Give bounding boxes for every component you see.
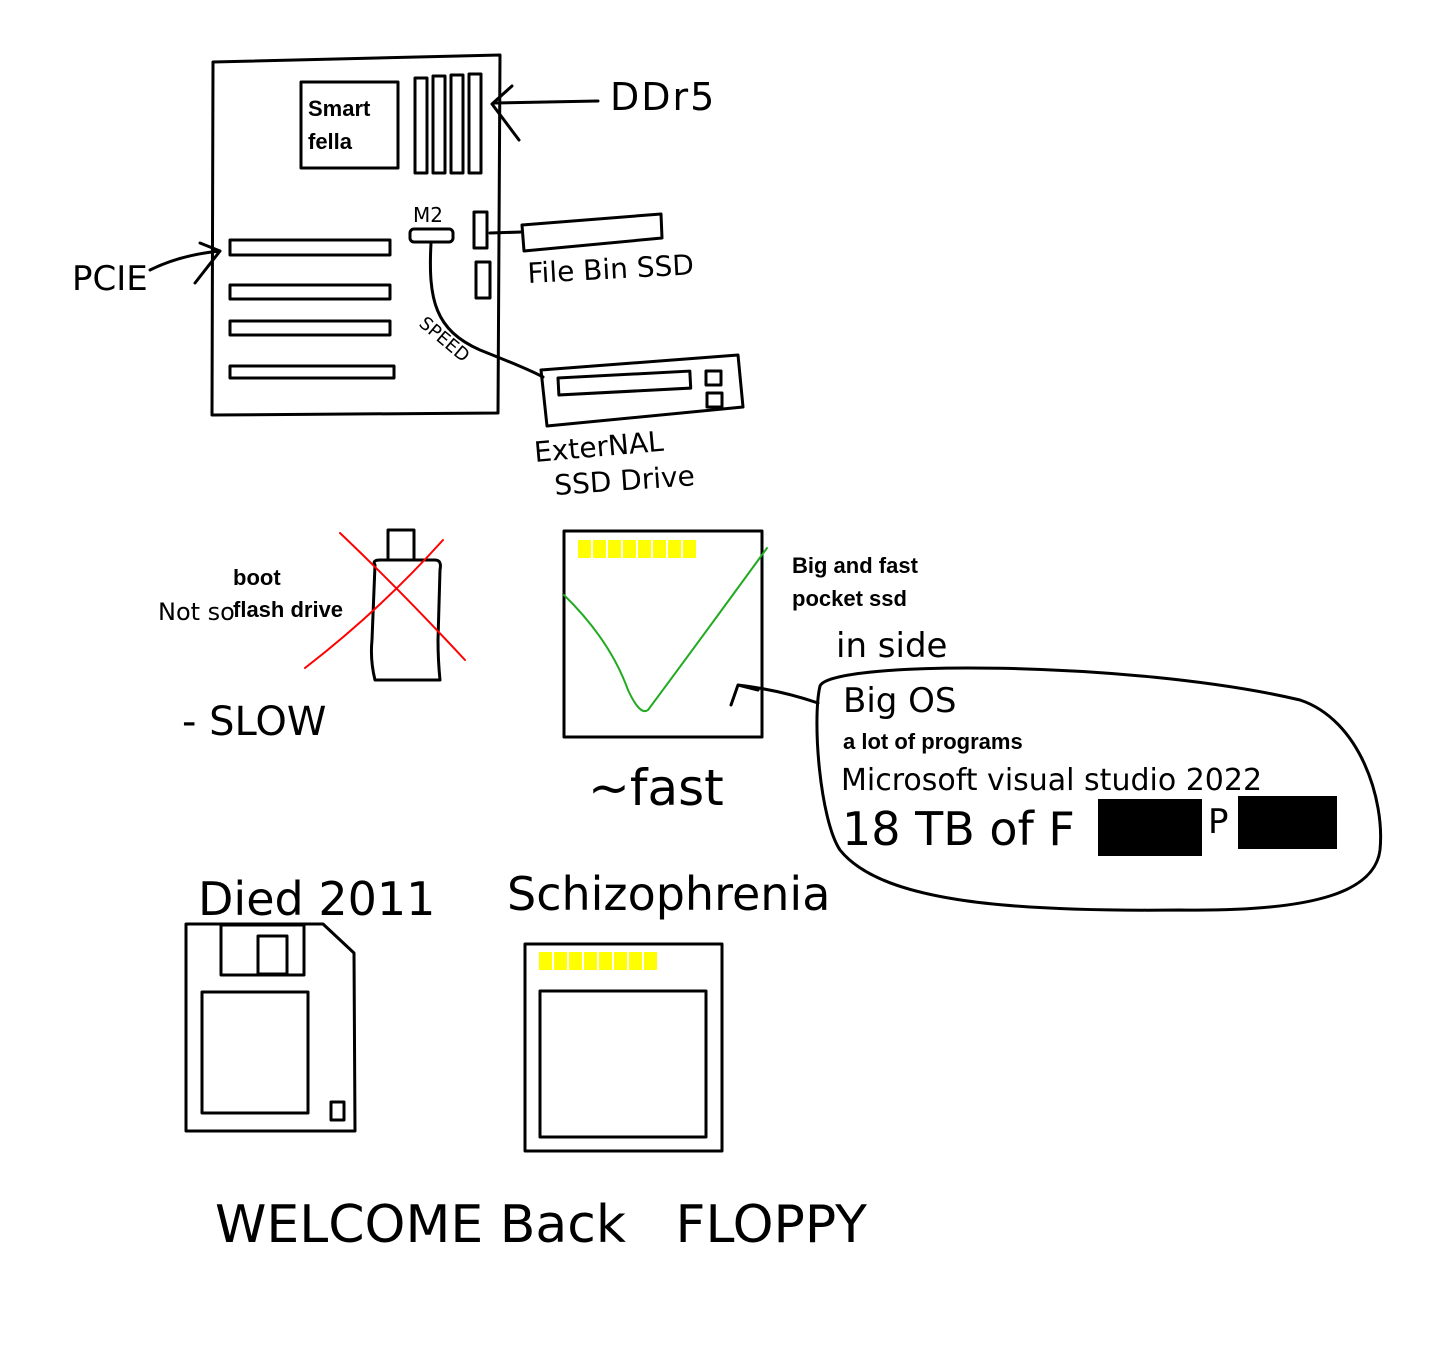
contact-pin (593, 540, 606, 558)
filebin-ssd (520, 212, 664, 253)
contact-pin (653, 540, 666, 558)
inside-line2: a lot of programs (843, 729, 1023, 754)
m2-label: M2 (413, 203, 443, 227)
pocket-label-line2: pocket ssd (792, 586, 907, 611)
usb-connector (386, 528, 416, 562)
pcie-slot (228, 319, 392, 337)
contact-pin (629, 952, 642, 970)
contact-pin (683, 540, 696, 558)
filebin-label: File Bin SSD (527, 248, 695, 290)
floppy-shutter (219, 923, 306, 977)
flash-drive-body (369, 558, 442, 682)
inside-line3: Microsoft visual studio 2022 (841, 763, 1262, 798)
pocket-ssd-outline (562, 529, 764, 739)
sd-card: Schizophrenia (507, 867, 830, 1153)
floppy-label: Died 2011 (198, 872, 435, 926)
sd-card-outline (523, 942, 724, 1153)
contact-pin (638, 540, 651, 558)
red-cross (304, 532, 466, 669)
bubble-arrow (729, 683, 820, 707)
ram-slot (431, 74, 447, 175)
m2-slot (408, 227, 455, 244)
external-ssd-led (705, 391, 724, 409)
sata-port (474, 260, 492, 300)
motherboard-outline (210, 53, 502, 417)
inside-bubble: in side Big OS a lot of programs Microso… (729, 626, 1383, 912)
contact-pin (578, 540, 591, 558)
flash-speed: - SLOW (182, 699, 326, 745)
pcie-arrow (148, 241, 222, 285)
external-label-line2: SSD Drive (553, 459, 696, 502)
inside-heading: in side (836, 626, 947, 666)
pocket-ssd: Big and fast pocket ssd ~fast (562, 529, 919, 817)
bubble-outline (815, 666, 1383, 912)
contact-pin (554, 952, 567, 970)
contact-pin (569, 952, 582, 970)
floppy-outline (184, 922, 357, 1133)
pocket-label-line1: Big and fast (792, 553, 919, 578)
flash-label-line2: flash drive (233, 597, 343, 622)
speed-curve (563, 547, 768, 712)
speed-cable (428, 241, 545, 379)
contact-pin (584, 952, 597, 970)
not-so-text: Not so (158, 598, 235, 626)
flash-label-line1: boot (233, 565, 281, 590)
cpu-label-line1: Smart (308, 96, 371, 121)
inside-line4-mid: P (1208, 802, 1229, 842)
flash-drive: Not so boot flash drive - SLOW (158, 528, 466, 745)
sata-port (472, 210, 489, 250)
floppy-label-area (200, 990, 310, 1115)
pcie-label: PCIE (72, 259, 148, 299)
redaction-bar (1098, 799, 1202, 856)
floppy-write-protect (329, 1100, 346, 1122)
contact-pin (599, 952, 612, 970)
floppy-disk: Died 2011 (184, 872, 435, 1133)
contact-pin (668, 540, 681, 558)
external-ssd-led (704, 369, 723, 387)
footer-caption: WELCOME Back FLOPPY (215, 1195, 867, 1255)
ram-slot (467, 72, 483, 175)
contact-pin (623, 540, 636, 558)
sd-label: Schizophrenia (507, 867, 830, 921)
contact-pin (539, 952, 552, 970)
filebin-cable (488, 230, 524, 235)
cpu-label-line2: fella (308, 129, 353, 154)
pcie-slot (228, 283, 392, 301)
pcie-slot (228, 238, 392, 257)
ram-arrow (490, 84, 600, 142)
contact-pin (644, 952, 657, 970)
floppy-shutter-window (256, 934, 289, 976)
external-ssd-slot (556, 369, 693, 397)
pocket-speed: ~fast (588, 759, 724, 817)
inside-line1: Big OS (843, 681, 957, 721)
sd-card-contacts (539, 952, 657, 970)
sd-card-label-area (538, 989, 708, 1139)
contact-pin (608, 540, 621, 558)
motherboard: Smart fella DDr5 PCIE M2 File Bin SSD SP… (72, 53, 745, 502)
cpu-box (299, 80, 400, 170)
pcie-slot (228, 364, 396, 380)
ram-label: DDr5 (610, 75, 716, 119)
redaction-bar (1238, 796, 1337, 849)
pocket-ssd-contacts (578, 540, 696, 558)
ram-slot (413, 76, 429, 175)
contact-pin (614, 952, 627, 970)
ram-slot (449, 73, 465, 175)
inside-line4-prefix: 18 TB of F (842, 802, 1075, 856)
external-ssd (539, 353, 745, 428)
